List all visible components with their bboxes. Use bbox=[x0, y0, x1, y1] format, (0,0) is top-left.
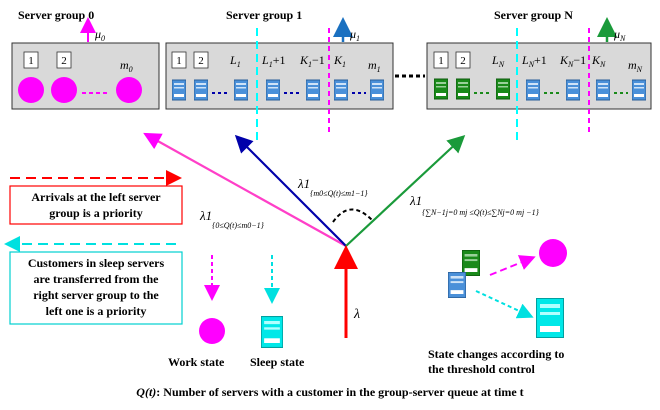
rate-group-1-label: λ1{m0≤Q(t)≤m1−1} bbox=[297, 176, 368, 198]
slot-1-label: 1 bbox=[28, 55, 34, 67]
server-icon bbox=[526, 79, 540, 101]
server-icon bbox=[496, 78, 510, 100]
LN-plus-1-label: LN+1 bbox=[521, 53, 547, 69]
route-arrow-group-0 bbox=[143, 132, 347, 247]
slot-1-label: 1 bbox=[176, 55, 182, 67]
threshold-label-line1: State changes according to bbox=[428, 347, 564, 361]
server-group-N-title: Server group N bbox=[494, 8, 573, 22]
threshold-arrow-work bbox=[489, 255, 536, 276]
slot-1-label: 1 bbox=[438, 55, 444, 67]
slot-2-box bbox=[56, 51, 72, 69]
L1-label: L1 bbox=[229, 53, 241, 69]
arrivals-note-box bbox=[9, 185, 183, 225]
threshold-sleep-server-icon bbox=[536, 298, 564, 338]
server-group-N: Server group N μN 1 2 LN LN+1 KN−1 KN mN bbox=[426, 8, 652, 140]
rate-group-0-label: λ1{0≤Q(t)≤m0−1} bbox=[199, 208, 265, 230]
LN-label: LN bbox=[491, 53, 505, 69]
server-icon bbox=[596, 79, 610, 101]
mu-1-label: μ1 bbox=[349, 27, 360, 43]
slot-2-box bbox=[193, 51, 209, 69]
work-state-label: Work state bbox=[168, 355, 225, 369]
m1-label: m1 bbox=[368, 58, 381, 74]
server-group-1: Server group 1 μ1 1 2 L1 L1+1 K1−1 K1 m1 bbox=[165, 8, 394, 145]
server-icon bbox=[632, 79, 646, 101]
KN-minus-1-label: KN−1 bbox=[559, 53, 586, 69]
server-icon bbox=[434, 78, 448, 100]
server-icon bbox=[266, 79, 280, 101]
busy-server-circle bbox=[51, 77, 77, 103]
slot-1-box bbox=[433, 51, 449, 69]
slot-2-label: 2 bbox=[198, 55, 204, 67]
arrivals-note-line1: Arrivals at the left server bbox=[31, 190, 161, 204]
server-group-0-title: Server group 0 bbox=[18, 8, 94, 22]
threshold-arrow-sleep bbox=[475, 290, 534, 319]
arrivals-note-line2: group is a priority bbox=[49, 206, 142, 220]
mu-N-label: μN bbox=[613, 27, 626, 43]
slot-2-box bbox=[455, 51, 471, 69]
threshold-label-line2: the threshold control bbox=[428, 362, 536, 376]
server-icon bbox=[172, 79, 186, 101]
server-group-0: Server group 0 μ0 1 2 m0 bbox=[11, 8, 160, 110]
route-arrow-group-N bbox=[345, 135, 466, 247]
sleep-note-box bbox=[9, 251, 183, 325]
busy-server-circle bbox=[116, 77, 142, 103]
slot-1-box bbox=[171, 51, 187, 69]
m0-label: m0 bbox=[120, 58, 133, 74]
sleep-state-server-icon bbox=[261, 316, 283, 348]
caption: Q(t): Number of servers with a customer … bbox=[136, 385, 523, 399]
server-icon bbox=[566, 79, 580, 101]
rate-group-N-label: λ1{∑N−1j=0 mj ≤Q(t)≤∑Nj=0 mj −1} bbox=[409, 193, 540, 217]
sleep-note-line3: right server group to the bbox=[33, 288, 159, 302]
work-state-circle bbox=[199, 318, 225, 344]
route-arrow-group-1 bbox=[234, 134, 347, 247]
server-icon bbox=[370, 79, 384, 101]
server-icon bbox=[334, 79, 348, 101]
slot-2-label: 2 bbox=[460, 55, 466, 67]
KN-label: KN bbox=[591, 53, 606, 69]
slot-2-label: 2 bbox=[61, 55, 67, 67]
sleep-note-line2: are transferred from the bbox=[34, 272, 160, 286]
server-icon bbox=[456, 78, 470, 100]
server-icon bbox=[448, 272, 466, 298]
server-group-1-title: Server group 1 bbox=[226, 8, 302, 22]
mu-0-label: μ0 bbox=[94, 27, 105, 43]
L1-plus-1-label: L1+1 bbox=[261, 53, 285, 69]
server-icon bbox=[234, 79, 248, 101]
lambda-label: λ bbox=[353, 307, 360, 322]
sleep-note-line4: left one is a priority bbox=[46, 304, 147, 318]
sleep-note-line1: Customers in sleep servers bbox=[28, 256, 165, 270]
threshold-work-circle bbox=[539, 239, 567, 267]
server-icon bbox=[306, 79, 320, 101]
slot-1-box bbox=[23, 51, 39, 69]
busy-server-circle bbox=[18, 77, 44, 103]
priority-arc bbox=[332, 208, 373, 223]
server-icon bbox=[194, 79, 208, 101]
mN-label: mN bbox=[628, 58, 643, 74]
K1-minus-1-label: K1−1 bbox=[299, 53, 325, 69]
K1-label: K1 bbox=[333, 53, 346, 69]
sleep-state-label: Sleep state bbox=[250, 355, 305, 369]
